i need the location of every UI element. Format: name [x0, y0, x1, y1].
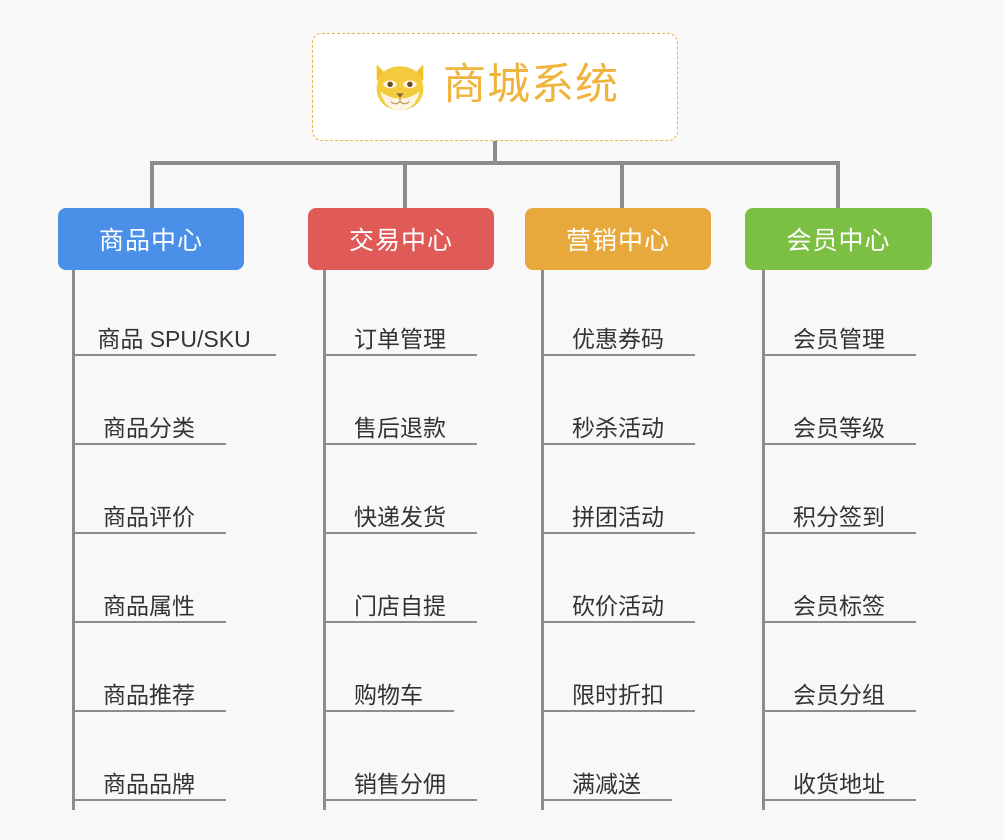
- leaf-item-3-5[interactable]: 限时折扣: [541, 668, 695, 712]
- leaf-item-3-4[interactable]: 砍价活动: [541, 579, 695, 623]
- leaf-label-1-3: 商品评价: [103, 503, 195, 530]
- category-label-2: 交易中心: [348, 227, 453, 255]
- leaf-item-4-3[interactable]: 积分签到: [762, 490, 916, 534]
- connector-drop-branch-3: [620, 161, 624, 208]
- leaf-item-2-3[interactable]: 快递发货: [323, 490, 477, 534]
- leaf-item-1-6[interactable]: 商品品牌: [72, 757, 226, 801]
- category-box-3[interactable]: 营销中心: [525, 208, 711, 270]
- leaf-label-3-3: 拼团活动: [572, 503, 664, 530]
- shiba-dog-face-icon: [376, 64, 424, 111]
- leaf-label-2-2: 售后退款: [354, 414, 446, 441]
- branch-rail-3: [541, 270, 544, 810]
- leaf-label-2-5: 购物车: [354, 681, 423, 708]
- leaf-item-2-5[interactable]: 购物车: [323, 668, 454, 712]
- leaf-item-3-6[interactable]: 满减送: [541, 757, 672, 801]
- leaf-item-3-3[interactable]: 拼团活动: [541, 490, 695, 534]
- leaf-item-4-2[interactable]: 会员等级: [762, 401, 916, 445]
- connector-drop-branch-1: [150, 161, 154, 208]
- leaf-label-3-4: 砍价活动: [572, 592, 664, 619]
- category-box-4[interactable]: 会员中心: [745, 208, 932, 270]
- branch-rail-4: [762, 270, 765, 810]
- leaf-item-1-5[interactable]: 商品推荐: [72, 668, 226, 712]
- leaf-label-3-2: 秒杀活动: [572, 414, 664, 441]
- leaf-label-1-2: 商品分类: [103, 414, 195, 441]
- leaf-label-4-2: 会员等级: [793, 414, 885, 441]
- root-title: 商城系统: [443, 60, 619, 109]
- category-box-1[interactable]: 商品中心: [58, 208, 244, 270]
- leaf-item-2-2[interactable]: 售后退款: [323, 401, 477, 445]
- leaf-label-2-3: 快递发货: [354, 503, 446, 530]
- leaf-item-1-1[interactable]: 商品 SPU/SKU: [72, 312, 276, 356]
- category-label-4: 会员中心: [786, 227, 891, 255]
- leaf-label-1-5: 商品推荐: [103, 681, 195, 708]
- leaf-label-4-4: 会员标签: [793, 592, 885, 619]
- connector-horizontal-bus: [150, 161, 838, 165]
- leaf-item-4-5[interactable]: 会员分组: [762, 668, 916, 712]
- leaf-item-2-6[interactable]: 销售分佣: [323, 757, 477, 801]
- category-label-1: 商品中心: [98, 227, 203, 255]
- leaf-label-3-6: 满减送: [572, 770, 641, 797]
- connector-drop-branch-2: [403, 161, 407, 208]
- leaf-label-2-6: 销售分佣: [354, 770, 446, 797]
- leaf-label-2-4: 门店自提: [354, 592, 446, 619]
- leaf-item-1-4[interactable]: 商品属性: [72, 579, 226, 623]
- leaf-item-4-1[interactable]: 会员管理: [762, 312, 916, 356]
- leaf-label-4-1: 会员管理: [793, 325, 885, 352]
- leaf-item-3-1[interactable]: 优惠券码: [541, 312, 695, 356]
- leaf-item-4-6[interactable]: 收货地址: [762, 757, 916, 801]
- category-label-3: 营销中心: [565, 227, 670, 255]
- branch-rail-1: [72, 270, 75, 810]
- leaf-item-1-2[interactable]: 商品分类: [72, 401, 226, 445]
- leaf-item-4-4[interactable]: 会员标签: [762, 579, 916, 623]
- leaf-label-2-1: 订单管理: [354, 325, 446, 352]
- leaf-label-4-3: 积分签到: [793, 503, 885, 530]
- branch-rail-2: [323, 270, 326, 810]
- leaf-label-4-5: 会员分组: [793, 681, 885, 708]
- leaf-label-3-1: 优惠券码: [572, 325, 664, 352]
- connector-drop-branch-4: [836, 161, 840, 208]
- leaf-item-3-2[interactable]: 秒杀活动: [541, 401, 695, 445]
- leaf-item-1-3[interactable]: 商品评价: [72, 490, 226, 534]
- category-box-2[interactable]: 交易中心: [308, 208, 494, 270]
- leaf-label-1-4: 商品属性: [103, 592, 195, 619]
- root-node[interactable]: 商城系统: [312, 33, 678, 141]
- leaf-label-1-6: 商品品牌: [103, 770, 195, 797]
- leaf-label-1-1: 商品 SPU/SKU: [97, 325, 251, 352]
- leaf-item-2-4[interactable]: 门店自提: [323, 579, 477, 623]
- leaf-item-2-1[interactable]: 订单管理: [323, 312, 477, 356]
- leaf-label-3-5: 限时折扣: [572, 681, 664, 708]
- connector-root-stem: [493, 141, 497, 164]
- leaf-label-4-6: 收货地址: [793, 770, 885, 797]
